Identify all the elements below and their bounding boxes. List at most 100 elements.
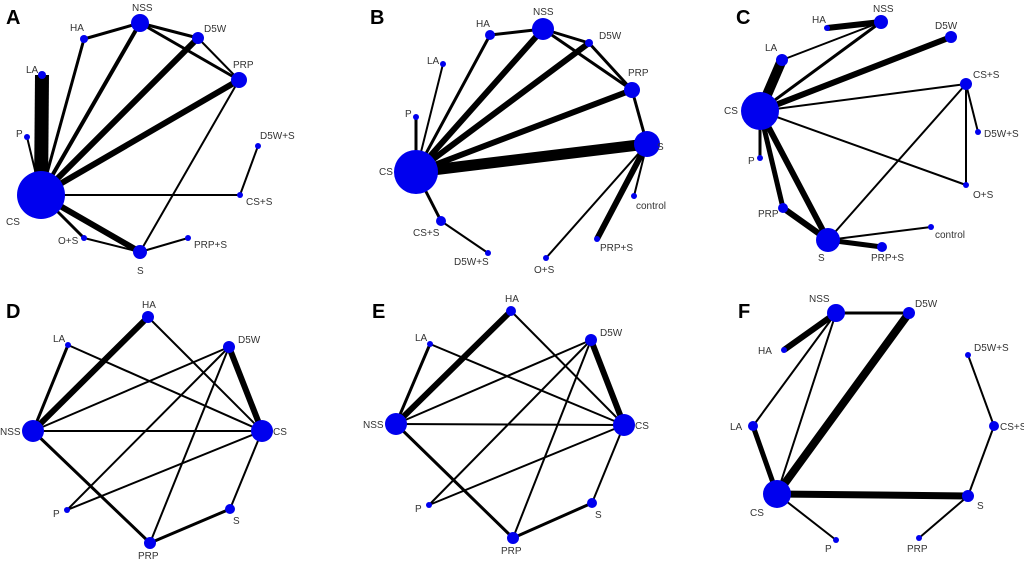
node-label-s: S (137, 266, 144, 277)
node-label-d5w: D5W (204, 24, 227, 35)
node-nss (827, 304, 845, 322)
node-cs (613, 414, 635, 436)
node-label-prp: PRP (628, 68, 649, 79)
node-label-ha: HA (505, 294, 519, 305)
node-label-d5w: D5W (600, 328, 623, 339)
node-prp-plus-s (185, 235, 191, 241)
edge-la-cs (67, 344, 263, 432)
node-s (225, 504, 235, 514)
node-o-plus-s (963, 182, 969, 188)
edge-d5w-prp (587, 41, 634, 92)
node-label-d5w: D5W (915, 299, 938, 310)
edge-cs-s (229, 430, 263, 510)
node-s (133, 245, 147, 259)
node-cs-plus-s (436, 216, 446, 226)
node-ha (485, 30, 495, 40)
node-nss (131, 14, 149, 32)
node-cs-plus-s (237, 192, 243, 198)
node-label-ha: HA (758, 346, 772, 357)
node-label-o-plus-s: O+S (58, 236, 79, 247)
edge-s-prp-plus-s (139, 237, 189, 253)
node-d5w-plus-s (485, 250, 491, 256)
node-label-prp-plus-s: PRP+S (194, 240, 227, 251)
node-label-nss: NSS (363, 420, 384, 431)
node-control (928, 224, 934, 230)
node-label-ha: HA (476, 19, 490, 30)
node-prp-plus-s (877, 242, 887, 252)
node-label-cs: CS (6, 217, 20, 228)
node-d5w (945, 31, 957, 43)
node-label-prp: PRP (501, 546, 522, 557)
node-label-d5w: D5W (599, 31, 622, 42)
edge-cs-prp (39, 77, 241, 198)
panel-letter-e: E (372, 301, 385, 323)
node-cs-plus-s (989, 421, 999, 431)
edge-cs-d5w (758, 34, 953, 114)
node-nss (532, 18, 554, 40)
edge-d5w-prp (197, 37, 240, 81)
node-label-p: P (748, 156, 755, 167)
node-ha (80, 35, 88, 43)
edge-nss-ha (30, 314, 151, 434)
panel-letter-a: A (6, 7, 20, 29)
node-label-s: S (977, 501, 984, 512)
edge-d5w-cs (226, 345, 265, 433)
node-label-o-plus-s: O+S (534, 265, 555, 276)
node-label-d5w-plus-s: D5W+S (984, 129, 1019, 140)
node-label-s: S (818, 253, 825, 264)
node-ha (506, 306, 516, 316)
node-label-cs: CS (724, 106, 738, 117)
node-label-ha: HA (812, 15, 826, 26)
node-label-nss: NSS (809, 294, 830, 305)
node-label-s: S (595, 510, 602, 521)
edge-nss-ha (393, 308, 514, 427)
edge-cs-p (428, 424, 625, 506)
edge-cs-o-plus-s (759, 110, 967, 186)
node-label-prp-plus-s: PRP+S (600, 243, 633, 254)
node-label-ha: HA (70, 23, 84, 34)
node-label-o-plus-s: O+S (973, 190, 994, 201)
edge-cs-p (66, 430, 263, 511)
network-panel-b: NSSHAD5WLAPRPPSCScontrolCS+SPRP+SD5W+SO+… (370, 7, 666, 276)
panel-letter-d: D (6, 301, 20, 323)
edge-ha-nss (826, 19, 882, 31)
edge-nss-prp (31, 429, 152, 545)
node-prp (144, 537, 156, 549)
node-o-plus-s (543, 255, 549, 261)
node-label-la: LA (427, 56, 440, 67)
node-label-la: LA (415, 333, 428, 344)
edge-d5w-p (66, 346, 230, 511)
node-label-cs-plus-s: CS+S (413, 228, 440, 239)
edge-nss-prp (139, 21, 240, 82)
node-label-cs-plus-s: CS+S (246, 197, 273, 208)
node-label-p: P (16, 129, 23, 140)
edge-la-nss (781, 21, 882, 61)
edge-s-control (827, 226, 932, 241)
edge-nss-cs (776, 312, 837, 495)
node-label-d5w-plus-s: D5W+S (974, 343, 1009, 354)
panel-letter-f: F (738, 301, 750, 323)
edge-d5w-plus-s-cs-plus-s (239, 145, 259, 196)
node-label-cs-plus-s: CS+S (973, 70, 1000, 81)
node-label-nss: NSS (0, 427, 21, 438)
edge-s-prp (512, 501, 593, 540)
node-label-s: S (233, 516, 240, 527)
node-label-d5w: D5W (238, 335, 261, 346)
node-label-nss: NSS (873, 4, 894, 15)
node-prp-plus-s (594, 236, 600, 242)
edge-d5w-p (428, 339, 592, 506)
edge-nss-prp (394, 422, 515, 540)
node-s (816, 228, 840, 252)
edge-cs-ha (414, 34, 492, 173)
node-d5w (903, 307, 915, 319)
node-label-cs: CS (635, 421, 649, 432)
node-s (634, 131, 660, 157)
edge-ha-nss (83, 21, 141, 41)
edge-ha-cs (510, 310, 625, 426)
edge-cs-d5w (38, 35, 201, 198)
node-label-prp-plus-s: PRP+S (871, 253, 904, 264)
node-label-la: LA (26, 65, 39, 76)
